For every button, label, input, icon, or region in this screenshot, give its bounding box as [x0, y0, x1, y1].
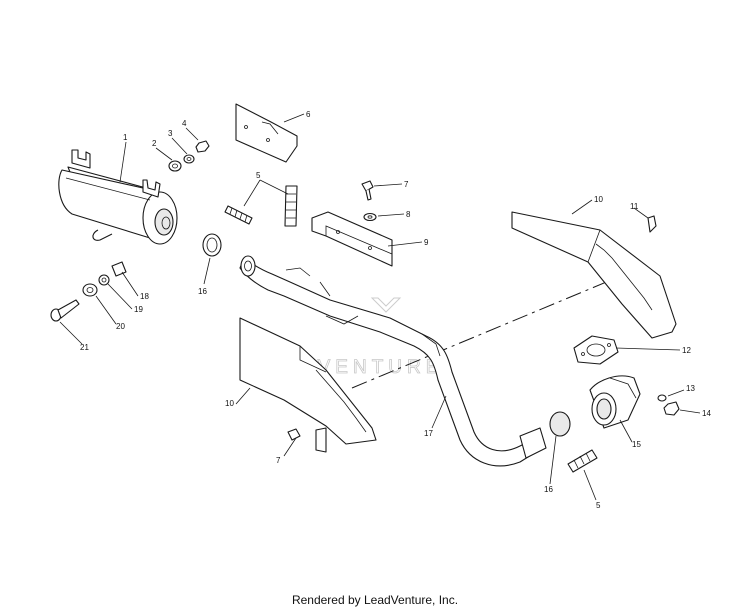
callout-3: 3	[168, 129, 173, 138]
callout-7: 7	[404, 180, 409, 189]
callout-20: 20	[116, 322, 125, 331]
part-mount-bracket	[311, 211, 393, 267]
callout-labels: 1 2 3 4 5 6 7 8 9 10 11 12 13 14 15 16 1…	[80, 110, 711, 510]
callout-13: 13	[686, 384, 695, 393]
callout-12: 12	[682, 346, 691, 355]
part-gasket	[573, 335, 619, 365]
callout-8: 8	[406, 210, 411, 219]
leader-lines	[59, 113, 701, 501]
part-hardware-top	[168, 140, 210, 172]
part-bolt-small	[647, 215, 657, 233]
part-washer	[363, 212, 377, 222]
callout-7-lower: 7	[276, 456, 281, 465]
part-exhaust-pipe	[239, 255, 547, 467]
part-muffler	[58, 149, 178, 245]
part-heat-shield-left	[239, 317, 377, 453]
callout-10: 10	[594, 195, 603, 204]
alignment-centerline	[351, 267, 641, 389]
callout-19: 19	[134, 305, 143, 314]
callout-21: 21	[80, 343, 89, 352]
part-exhaust-flange	[589, 375, 641, 429]
part-heat-shield-right	[511, 211, 677, 339]
part-seal-lower	[549, 411, 571, 437]
part-heat-shield-small	[235, 103, 298, 163]
callout-10-left: 10	[225, 399, 234, 408]
callout-1: 1	[123, 133, 128, 142]
part-spring-lower	[567, 449, 598, 473]
callout-4: 4	[182, 119, 187, 128]
callout-5-lower: 5	[596, 501, 601, 510]
callout-15: 15	[632, 440, 641, 449]
callout-6: 6	[306, 110, 311, 119]
part-spring-upper	[224, 185, 298, 227]
callout-16-lower: 16	[544, 485, 553, 494]
callout-5: 5	[256, 171, 261, 180]
footer-credit: Rendered by LeadVenture, Inc.	[291, 593, 459, 607]
part-spacer	[111, 261, 127, 277]
callout-17: 17	[424, 429, 433, 438]
part-bolt-lower	[287, 428, 301, 441]
callout-18: 18	[140, 292, 149, 301]
callout-14: 14	[702, 409, 711, 418]
part-grommet	[82, 283, 98, 297]
part-seal-upper	[202, 233, 222, 257]
callout-2: 2	[152, 139, 157, 148]
part-stud-and-nut	[657, 394, 680, 416]
callout-11: 11	[630, 202, 639, 211]
callout-16: 16	[198, 287, 207, 296]
part-bolt-long	[50, 299, 80, 322]
callout-9: 9	[424, 238, 429, 247]
part-o-ring	[98, 274, 110, 286]
part-bolt-upper	[361, 180, 374, 201]
